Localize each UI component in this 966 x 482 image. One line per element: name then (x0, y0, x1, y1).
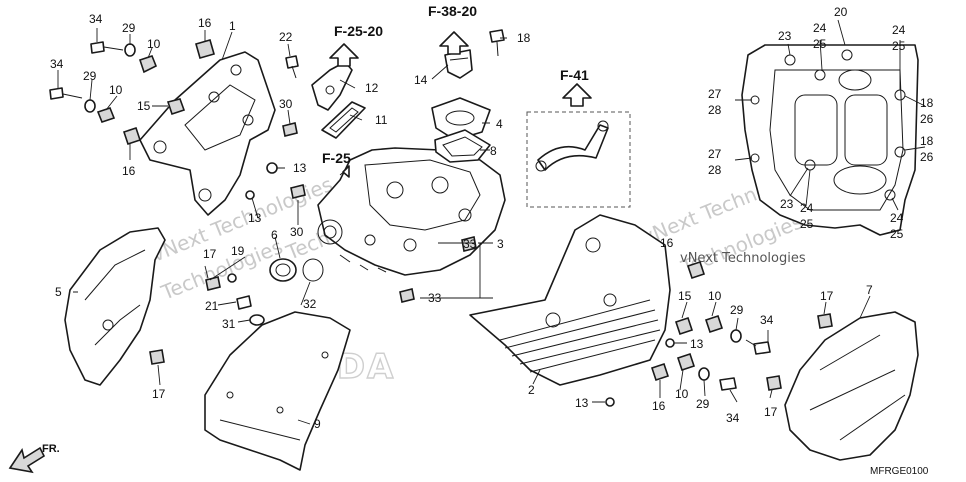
callout: 8 (490, 144, 497, 158)
cover-part-4 (431, 97, 491, 141)
callout: 31 (222, 317, 236, 331)
callout: 7 (866, 283, 873, 297)
front-label: FR. (42, 443, 60, 455)
callout: 18 (920, 134, 934, 148)
callout: 29 (696, 397, 710, 411)
callout: 25 (800, 217, 814, 231)
callout: 33 (463, 237, 477, 251)
callout: 17 (152, 387, 166, 401)
callout: 4 (496, 117, 503, 131)
clip-part-14 (444, 49, 473, 79)
callout-numbers: 34 29 10 16 1 34 29 10 15 16 22 12 30 11… (50, 5, 934, 431)
lower-cover-part-9 (204, 311, 351, 471)
callout: 3 (497, 237, 504, 251)
callout: 26 (920, 150, 934, 164)
callout: 16 (198, 16, 212, 30)
callout: 6 (271, 228, 278, 242)
callout: 9 (314, 417, 321, 431)
callout: 15 (678, 289, 692, 303)
bracket-part-1 (139, 51, 276, 216)
callout: 10 (708, 289, 722, 303)
gasket-part-8 (434, 129, 491, 163)
cylinder-part-2 (469, 214, 671, 386)
bolt-part-22 (285, 55, 299, 79)
leader-lines (57, 19, 926, 425)
callout: 28 (708, 163, 722, 177)
callout: 2 (528, 383, 535, 397)
callout: 30 (290, 225, 304, 239)
callout: 10 (109, 83, 123, 97)
callout: 13 (575, 396, 589, 410)
gasket-part-20 (741, 44, 919, 236)
callout: 13 (293, 161, 307, 175)
callout: 33 (428, 291, 442, 305)
callout: 23 (780, 197, 794, 211)
callout: 17 (764, 405, 778, 419)
callout: 34 (50, 57, 64, 71)
callout: 1 (229, 19, 236, 33)
callout: 28 (708, 103, 722, 117)
ref-label-f3820: F-38-20 (428, 3, 477, 19)
callout: 12 (365, 81, 379, 95)
bolt-part-18-top (489, 29, 505, 57)
reference-labels: F-25-20 F-38-20 F-41 F-25 (322, 3, 589, 166)
callout: 29 (730, 303, 744, 317)
diagram-code: MFRGE0100 (870, 466, 929, 477)
side-cover-part-7 (784, 311, 919, 461)
callout: 26 (920, 112, 934, 126)
callout: 19 (231, 244, 245, 258)
callout: 22 (279, 30, 293, 44)
callout: 17 (203, 247, 217, 261)
hose-group-f41 (526, 111, 631, 208)
callout: 10 (147, 37, 161, 51)
callout: 24 (892, 23, 906, 37)
side-cover-part-5 (64, 227, 166, 386)
callout: 13 (690, 337, 704, 351)
callout: 16 (652, 399, 666, 413)
callout: 25 (890, 227, 904, 241)
callout: 32 (303, 297, 317, 311)
callout: 13 (248, 211, 262, 225)
ref-label-f25: F-25 (322, 150, 351, 166)
callout: 18 (517, 31, 531, 45)
cylinder-head-assembly (317, 147, 506, 276)
callout: 34 (760, 313, 774, 327)
callout: 17 (820, 289, 834, 303)
sensor-part-12 (311, 61, 353, 111)
callout: 24 (800, 201, 814, 215)
callout: 24 (890, 211, 904, 225)
callout: 18 (920, 96, 934, 110)
callout: 27 (708, 87, 722, 101)
front-direction-arrow: FR. (8, 443, 60, 474)
callout: 34 (726, 411, 740, 425)
gasket-part-11 (321, 101, 366, 139)
ref-label-f41: F-41 (560, 67, 589, 83)
callout: 25 (892, 39, 906, 53)
callout: 30 (279, 97, 293, 111)
callout: 10 (675, 387, 689, 401)
callout: 14 (414, 73, 428, 87)
reference-arrows (329, 31, 592, 178)
callout: 20 (834, 5, 848, 19)
callout: 16 (122, 164, 136, 178)
callout: 23 (778, 29, 792, 43)
callout: 11 (375, 113, 388, 127)
hardware-small-parts (49, 39, 833, 407)
watermark-text: vNext Technologies (680, 251, 806, 266)
ref-label-f2520: F-25-20 (334, 23, 383, 39)
callout: 15 (137, 99, 151, 113)
callout: 29 (83, 69, 97, 83)
callout: 21 (205, 299, 219, 313)
callout: 24 (813, 21, 827, 35)
callout: 25 (813, 37, 827, 51)
callout: 27 (708, 147, 722, 161)
callout: 16 (660, 236, 674, 250)
callout: 5 (55, 285, 62, 299)
callout: 29 (122, 21, 136, 35)
callout: 34 (89, 12, 103, 26)
